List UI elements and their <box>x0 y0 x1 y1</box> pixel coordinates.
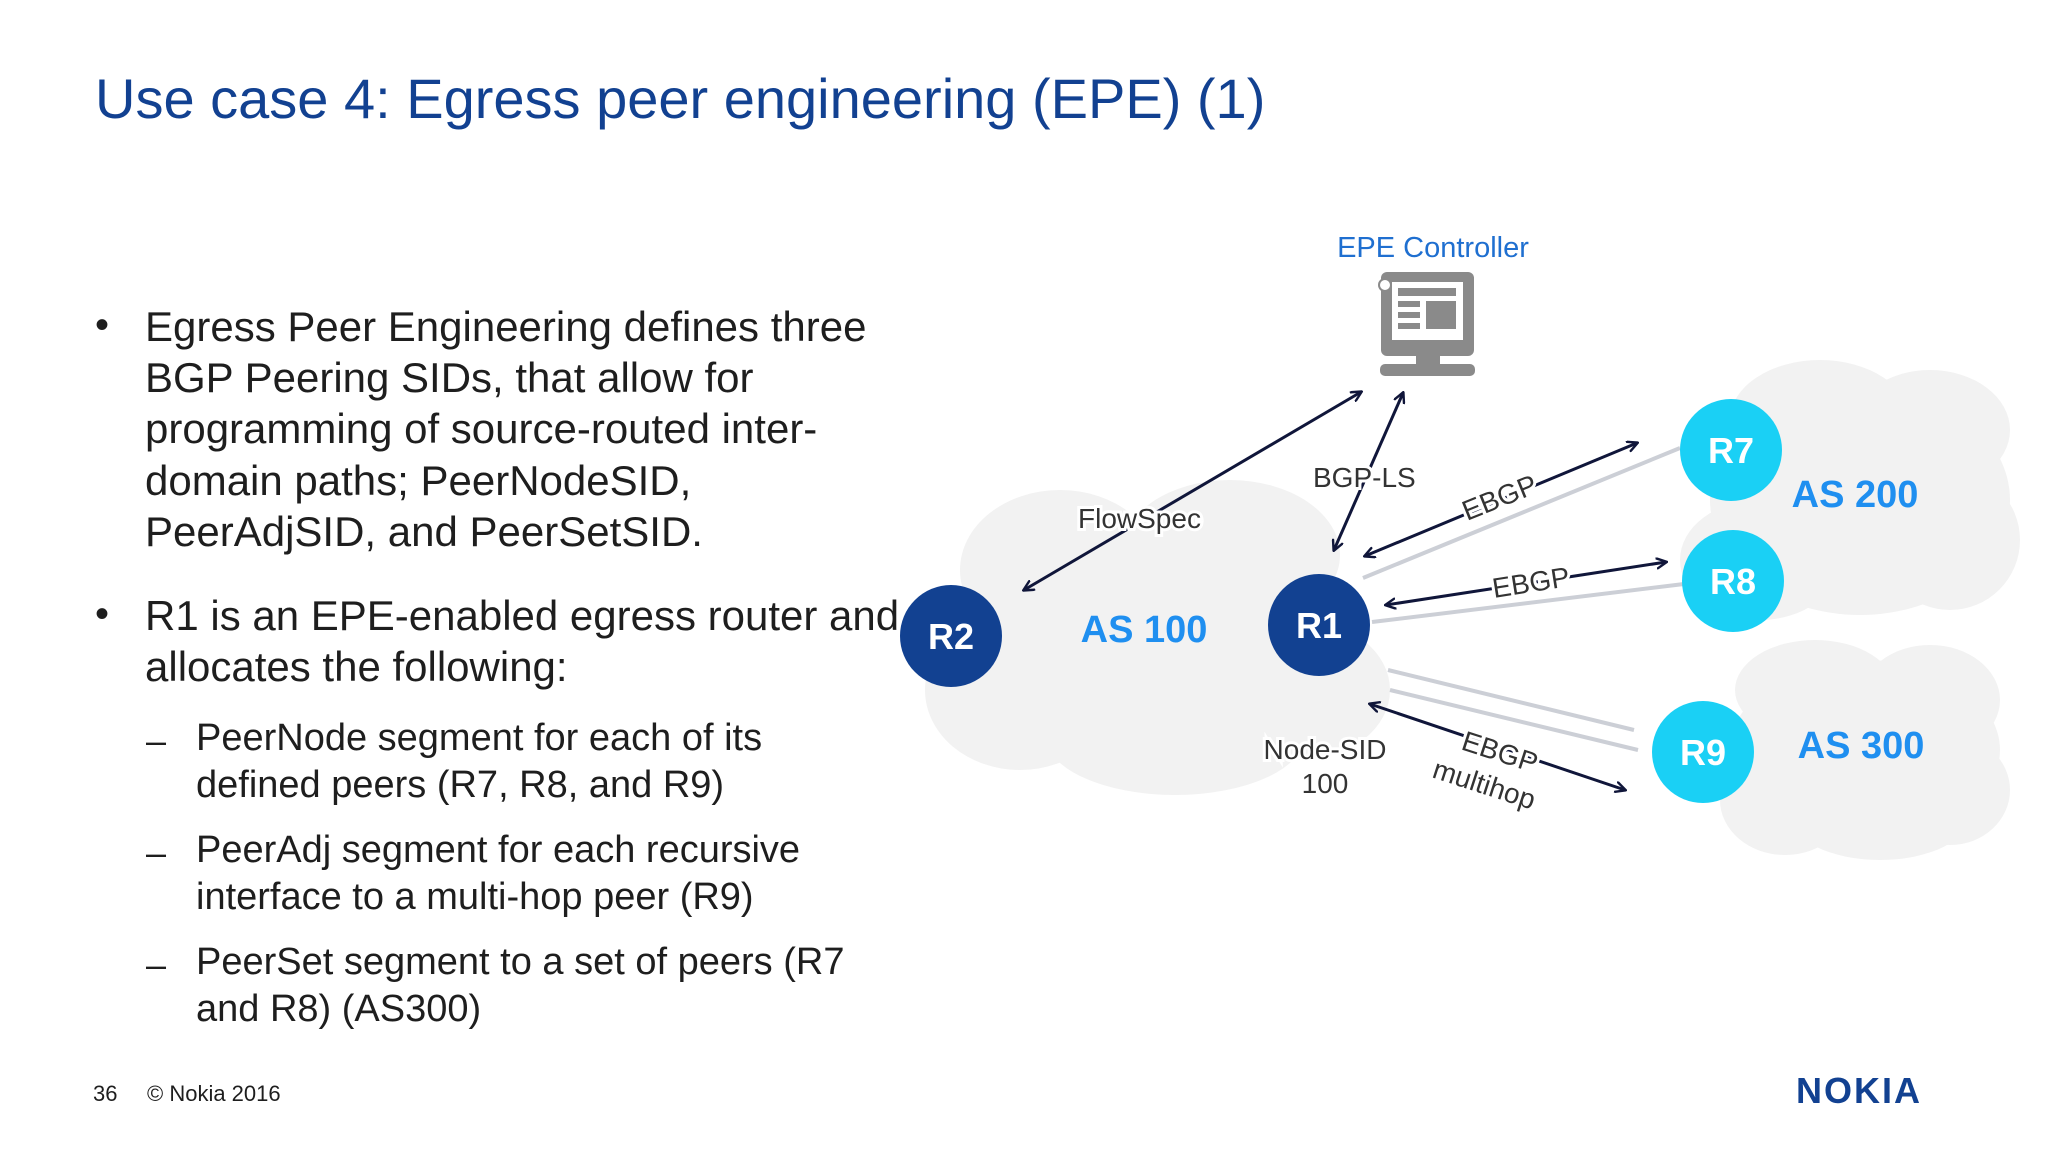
sub-bullet-peerset: PeerSet segment to a set of peers (R7 an… <box>196 941 845 1031</box>
node-sid-value: 100 <box>1302 768 1349 799</box>
router-r8-label: R8 <box>1710 561 1756 602</box>
ebgp-multihop-arrow <box>1370 704 1625 790</box>
as100-label: AS 100 <box>1081 609 1208 651</box>
node-sid-label: Node-SID <box>1264 734 1387 765</box>
bullet-epe-definition: Egress Peer Engineering defines three BG… <box>145 303 867 555</box>
router-r2-label: R2 <box>928 616 974 657</box>
router-r2: R2 <box>900 585 1002 687</box>
sub-bullet-marker: – <box>146 944 167 985</box>
router-r9-label: R9 <box>1680 732 1726 773</box>
ebgp-r8-arrow <box>1386 562 1666 605</box>
controller-monitor-icon <box>1378 272 1475 376</box>
flowspec-arrow <box>1024 392 1361 590</box>
bgp-ls-label: BGP-LS <box>1313 462 1416 493</box>
bullet-marker: • <box>95 303 110 347</box>
router-r1: R1 <box>1268 574 1370 676</box>
sub-bullet-marker: – <box>146 832 167 873</box>
as300-cloud <box>1720 640 2010 860</box>
slide-title: Use case 4: Egress peer engineering (EPE… <box>95 67 1266 130</box>
as300-label: AS 300 <box>1798 725 1925 767</box>
epe-controller-label: EPE Controller <box>1337 232 1529 264</box>
sub-bullet-peeradj: PeerAdj segment for each recursive inter… <box>196 829 801 919</box>
bullet-marker: • <box>95 592 110 636</box>
page-number: 36 <box>93 1081 118 1106</box>
as200-label: AS 200 <box>1792 474 1919 516</box>
router-r9: R9 <box>1652 701 1754 803</box>
bullet-r1-description: R1 is an EPE-enabled egress router and a… <box>145 592 900 691</box>
sub-bullet-peernode: PeerNode segment for each of its defined… <box>196 717 763 807</box>
router-r7: R7 <box>1680 399 1782 501</box>
sub-bullet-marker: – <box>146 720 167 761</box>
nokia-logo: NOKIA <box>1796 1070 1922 1111</box>
arrows <box>1024 392 1666 790</box>
flowspec-label: FlowSpec <box>1078 503 1201 534</box>
router-r1-label: R1 <box>1296 605 1342 646</box>
router-r7-label: R7 <box>1708 430 1754 471</box>
ebgp-r7-label: EBGP <box>1458 469 1542 527</box>
router-r8: R8 <box>1682 530 1784 632</box>
copyright: © Nokia 2016 <box>147 1081 281 1106</box>
ebgp-r7-arrow <box>1365 443 1637 556</box>
